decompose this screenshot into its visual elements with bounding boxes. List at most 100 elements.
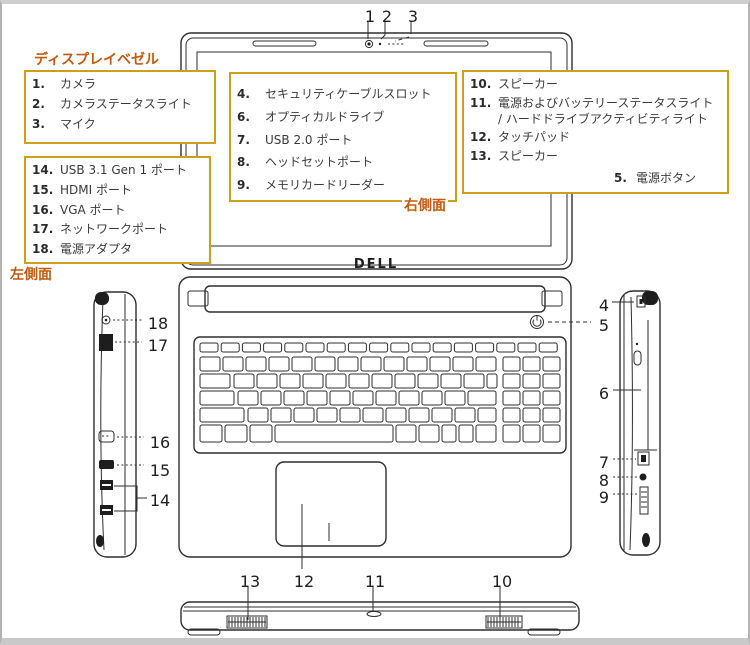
callout-16: 16 — [149, 433, 171, 452]
section-title-left-side: 左側面 — [8, 264, 54, 284]
legend-item-label: 電源およびバッテリーステータスライト / ハードドライブアクティビティライト — [498, 95, 714, 126]
legend-item-label: スピーカー — [498, 77, 559, 91]
legend-item-label: USB 3.1 Gen 1 ポート — [60, 163, 187, 177]
legend-item-label: セキュリティケーブルスロット — [265, 87, 432, 101]
keyboard-keys — [199, 342, 561, 443]
legend-item-number: 9. — [237, 178, 250, 193]
bezel-vent-right — [423, 40, 489, 47]
legend-item-number: 5. — [614, 171, 627, 185]
legend-item-label: 電源アダプタ — [60, 242, 133, 257]
power-adapter-port — [101, 315, 111, 325]
legend-item-number: 4. — [237, 87, 250, 101]
legend-display-bezel: 1. カメラ 2. カメラステータスライト 3. マイク — [24, 70, 216, 144]
callout-10: 10 — [491, 572, 513, 591]
legend-item: 3. マイク — [32, 117, 208, 133]
keyboard — [193, 336, 567, 454]
legend-item-number: 7. — [237, 132, 250, 147]
speaker-right — [485, 615, 523, 629]
legend-item: 7. USB 2.0 ポート — [237, 133, 449, 149]
legend-item-label: カメラステータスライト — [60, 96, 192, 111]
callout-7: 7 — [598, 453, 610, 472]
legend-item: 6. オプティカルドライブ — [237, 110, 449, 126]
front-view — [180, 601, 580, 636]
legend-item-number: 16. — [32, 202, 54, 217]
callout-4: 4 — [598, 296, 610, 315]
callout-15: 15 — [149, 461, 171, 480]
legend-item-number: 10. — [470, 77, 492, 91]
legend-item: 18. 電源アダプタ — [32, 242, 203, 258]
callout-2: 2 — [381, 7, 393, 26]
legend-item-label: ヘッドセットポート — [265, 155, 374, 170]
legend-item: 12. タッチパッド — [470, 130, 721, 146]
hdmi-port — [99, 460, 114, 469]
speaker-left — [226, 615, 268, 629]
legend-right-side: 4. セキュリティケーブルスロット 6. オプティカルドライブ 7. USB 2.0 ポー… — [229, 72, 457, 202]
legend-item-number: 18. — [32, 242, 54, 257]
speaker-grille-hatch — [228, 617, 521, 627]
callout-1: 1 — [364, 7, 376, 26]
legend-item-number: 11. — [470, 95, 492, 110]
camera — [364, 39, 374, 49]
legend-item: 16. VGA ポート — [32, 203, 203, 219]
leader-lines — [113, 21, 641, 620]
legend-item: 2. カメラステータスライト — [32, 97, 208, 113]
security-cable-slot — [636, 295, 646, 308]
power-battery-status-light — [366, 611, 382, 617]
callout-9: 9 — [598, 488, 610, 507]
section-title-display-bezel: ディスプレイベゼル — [32, 49, 162, 69]
usb-2-port — [637, 451, 650, 466]
memory-card-reader — [639, 486, 649, 515]
legend-item-label: タッチパッド — [498, 130, 571, 145]
right-side-view — [619, 290, 661, 556]
legend-item-number: 3. — [32, 116, 45, 131]
bezel-vent-left — [252, 40, 317, 47]
legend-front: 10. スピーカー 11. 電源およびバッテリーステータスライト / ハードドライブア… — [462, 70, 729, 194]
legend-item: 13.スピーカー — [470, 149, 721, 165]
legend-item-number: 6. — [237, 109, 250, 124]
legend-item-label: ネットワークポート — [60, 222, 169, 237]
vga-port — [98, 430, 115, 443]
callout-11: 11 — [364, 572, 386, 591]
legend-item-power-button: 5. 電源ボタン — [614, 171, 696, 187]
legend-item-label: メモリカードリーダー — [265, 178, 386, 193]
callout-18: 18 — [147, 314, 169, 333]
camera-status-light — [378, 42, 382, 46]
headset-port — [639, 473, 647, 481]
legend-item-number: 17. — [32, 222, 54, 237]
legend-item-number: 12. — [470, 130, 492, 145]
section-title-right-side: 右側面 — [402, 195, 448, 215]
legend-item-label: VGA ポート — [60, 202, 126, 217]
optical-drive-button — [633, 350, 642, 366]
legend-item-number: 2. — [32, 96, 45, 111]
top-view: DELL — [178, 32, 573, 558]
dell-logo: DELL — [354, 257, 398, 272]
touchpad — [275, 461, 387, 547]
callout-5: 5 — [598, 316, 610, 335]
legend-item-label: マイク — [60, 116, 96, 131]
legend-item: 4. セキュリティケーブルスロット — [237, 87, 449, 103]
network-port — [99, 334, 113, 351]
legend-item-label: スピーカー — [498, 149, 559, 164]
legend-item: 10. スピーカー — [470, 77, 721, 93]
callout-12: 12 — [293, 572, 315, 591]
legend-item-label: カメラ — [60, 77, 97, 91]
left-side-view — [93, 291, 137, 558]
palmrest — [178, 276, 572, 558]
legend-item-number: 8. — [237, 155, 250, 170]
legend-item: 14. USB 3.1 Gen 1 ポート — [32, 163, 203, 179]
callout-3: 3 — [407, 7, 419, 26]
legend-item-label: オプティカルドライブ — [265, 109, 385, 124]
legend-item-label: HDMI ポート — [60, 182, 132, 197]
legend-item-label: USB 2.0 ポート — [265, 132, 353, 147]
legend-item: 17. ネットワークポート — [32, 222, 203, 238]
legend-item: 1. カメラ — [32, 77, 208, 93]
legend-item-number: 1. — [32, 77, 45, 91]
legend-item: 11. 電源およびバッテリーステータスライト / ハードドライブアクティビティライ… — [470, 96, 721, 128]
hinge — [204, 285, 546, 313]
legend-item: 15.HDMI ポート — [32, 183, 203, 199]
callout-6: 6 — [598, 384, 610, 403]
legend-item: 8. ヘッドセットポート — [237, 155, 449, 171]
legend-item-number: 14. — [32, 163, 54, 177]
